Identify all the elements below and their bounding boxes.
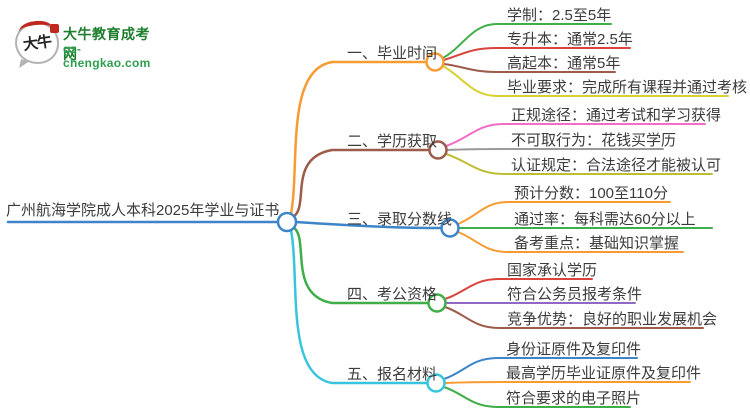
branch4-label: 四、考公资格 [347, 286, 438, 303]
root-node-circle [276, 211, 298, 233]
leaf-node: 国家承认学历 [507, 262, 598, 279]
branch2-node-circle [428, 140, 448, 160]
branch5-label: 五、报名材料 [347, 366, 438, 383]
leaf-node: 高起本：通常5年 [507, 55, 621, 72]
leaf-node: 毕业要求：完成所有课程并通过考核 [507, 79, 748, 96]
child-connector-5-3 [443, 386, 631, 408]
root-node-title: 广州航海学院成人本科2025年学业与证书 [6, 202, 280, 219]
branch1-node-circle [425, 52, 445, 72]
branch1-connector [289, 60, 428, 216]
branch2-label: 二、学历获取 [347, 133, 438, 150]
child-connector-3-1 [457, 201, 671, 225]
child-connector-5-2 [444, 381, 691, 384]
logo-seal-icon [50, 24, 59, 33]
logo-title: 大牛教育成考网 [63, 26, 150, 62]
child-connector-1-1 [442, 23, 612, 59]
child-connector-5-1 [443, 357, 638, 380]
branch5-connector [289, 228, 429, 385]
child-connector-2-2 [446, 148, 664, 151]
branch4-connector [291, 225, 430, 305]
branch1-label: 一、毕业时间 [347, 45, 438, 62]
child-connector-1-2 [443, 47, 631, 61]
branch2-connector [291, 148, 431, 219]
leaf-node: 专升本：通常2.5年 [507, 31, 633, 48]
site-logo: 大牛 大牛教育成考网 gz-chengkao.com [14, 18, 164, 70]
leaf-node: 正规途径：通过考试和学习获得 [511, 107, 722, 124]
logo-url: gz-chengkao.com [63, 42, 151, 70]
child-connector-4-1 [444, 278, 593, 300]
leaf-node: 符合公务员报考条件 [507, 286, 643, 303]
logo-bubble-text: 大牛 [22, 33, 53, 54]
child-connector-1-3 [443, 63, 616, 73]
leaf-node: 备考重点：基础知识掌握 [514, 235, 680, 252]
child-connector-1-4 [442, 65, 729, 97]
branch3-node-circle [440, 218, 460, 238]
leaf-node: 不可取行为：花钱买学历 [511, 132, 677, 149]
logo-bubble-icon: 大牛 [15, 19, 59, 64]
child-connector-2-3 [445, 153, 713, 175]
leaf-node: 最高学历毕业证原件及复印件 [506, 365, 702, 382]
leaf-node: 身份证原件及复印件 [506, 341, 642, 358]
branch5-node-circle [426, 373, 446, 393]
child-connector-2-1 [445, 123, 706, 147]
leaf-node: 学制：2.5至5年 [507, 7, 612, 24]
leaf-node: 竞争优势：良好的职业发展机会 [507, 311, 718, 328]
child-connector-3-3 [457, 231, 684, 253]
leaf-node: 认证规定：合法途径才能被认可 [511, 157, 722, 174]
logo-bubble-tail [19, 59, 30, 70]
leaf-node: 预计分数：100至110分 [514, 185, 668, 202]
branch3-connector [294, 220, 443, 230]
branch3-label: 三、录取分数线 [347, 211, 453, 228]
leaf-node: 符合要求的电子照片 [506, 390, 642, 407]
child-connector-4-3 [444, 306, 704, 329]
branch4-node-circle [427, 293, 447, 313]
leaf-node: 通过率：每科需达60分以上 [514, 211, 696, 228]
